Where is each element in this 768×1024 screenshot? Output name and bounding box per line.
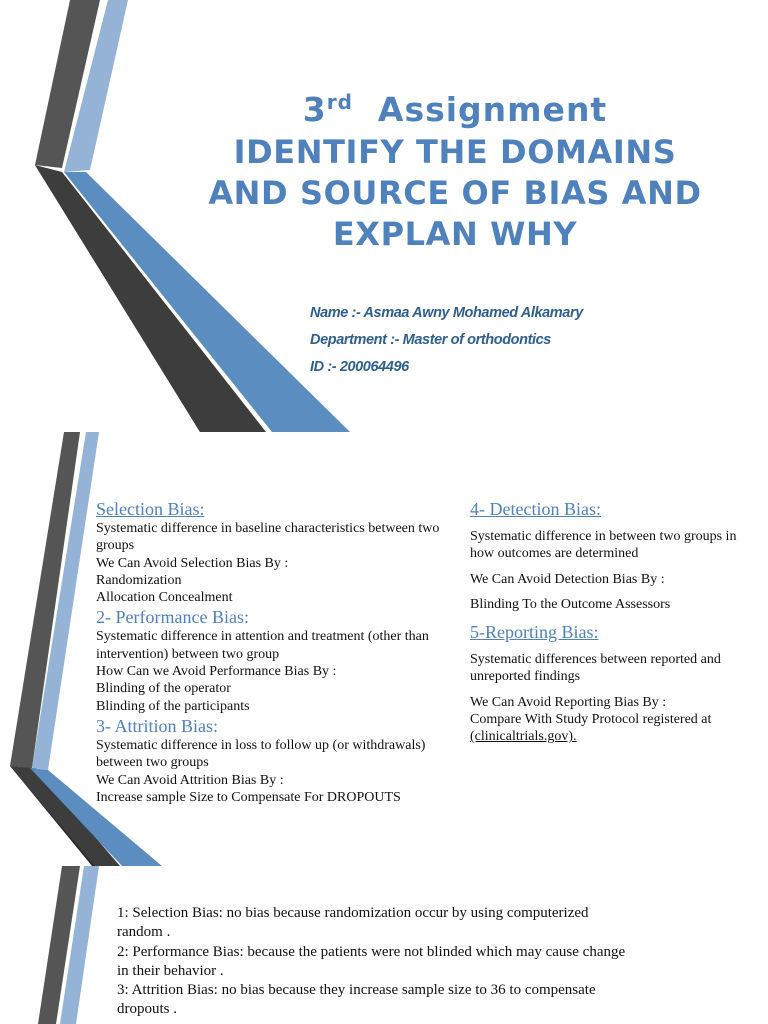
answer-item: 2: Performance Bias: because the patient… xyxy=(117,943,626,979)
answers-slide: 1: Selection Bias: no bias because rando… xyxy=(0,866,768,1024)
slide-title: 3rd Assignment IDENTIFY THE DOMAINS AND … xyxy=(180,88,730,255)
reporting-bias-heading: 5-Reporting Bias: xyxy=(470,622,599,643)
title-line: IDENTIFY THE DOMAINS xyxy=(233,133,677,171)
text-line: We Can Avoid Detection Bias By : xyxy=(470,571,665,587)
answer-item: 1: Selection Bias: no bias because rando… xyxy=(117,905,589,941)
right-column: 4- Detection Bias: Systematic difference… xyxy=(470,498,740,746)
answer-item: 3: Attrition Bias: no bias because they … xyxy=(117,982,596,1018)
title-line: AND SOURCE OF BIAS AND xyxy=(208,174,702,212)
title-line: EXPLAN WHY xyxy=(332,215,578,253)
title-superscript: rd xyxy=(326,90,353,114)
text-line: Blinding To the Outcome Assessors xyxy=(470,596,671,612)
text-line: Randomization xyxy=(96,572,182,588)
answers-list: 1: Selection Bias: no bias because rando… xyxy=(117,904,627,1020)
decorative-stripes xyxy=(35,0,350,432)
student-id: ID :- 200064496 xyxy=(310,359,409,375)
student-name: Name :- Asmaa Awny Mohamed Alkamary xyxy=(310,305,583,321)
text-line: Compare With Study Protocol registered a… xyxy=(470,712,712,728)
text-line: Systematic differences between reported … xyxy=(470,652,721,685)
text-line: Blinding of the participants xyxy=(96,698,250,714)
student-info: Name :- Asmaa Awny Mohamed Alkamary Depa… xyxy=(310,300,583,381)
decorative-stripes xyxy=(38,866,99,1024)
attrition-bias-heading: 3- Attrition Bias: xyxy=(96,715,219,736)
text-line: We Can Avoid Selection Bias By : xyxy=(96,555,289,571)
decorative-stripes xyxy=(10,432,162,866)
text-line: Systematic difference in attention and t… xyxy=(96,629,429,662)
performance-bias-heading: 2- Performance Bias: xyxy=(96,607,249,628)
text-line: Blinding of the operator xyxy=(96,681,231,697)
text-line: Systematic difference in loss to follow … xyxy=(96,737,426,771)
text-line: We Can Avoid Attrition Bias By : xyxy=(96,772,284,788)
title-number: 3 xyxy=(302,90,327,129)
detection-bias-heading: 4- Detection Bias: xyxy=(470,499,601,519)
text-line: We Can Avoid Reporting Bias By : xyxy=(470,694,667,710)
text-line: Systematic difference in baseline charac… xyxy=(96,521,440,554)
title-slide: 3rd Assignment IDENTIFY THE DOMAINS AND … xyxy=(0,0,768,432)
text-line: How Can we Avoid Performance Bias By : xyxy=(96,664,337,680)
selection-bias-heading: Selection Bias: xyxy=(96,499,205,519)
text-line: Allocation Concealment xyxy=(96,590,233,606)
bias-domains-slide: Selection Bias: Systematic difference in… xyxy=(0,432,768,866)
clinicaltrials-link[interactable]: (clinicaltrials.gov). xyxy=(470,729,577,745)
left-column: Selection Bias: Systematic difference in… xyxy=(96,498,456,806)
text-line: Systematic difference in between two gro… xyxy=(470,529,737,562)
student-department: Department :- Master of orthodontics xyxy=(310,332,551,348)
title-word: Assignment xyxy=(377,90,608,129)
text-line: Increase sample Size to Compensate For D… xyxy=(96,789,401,805)
